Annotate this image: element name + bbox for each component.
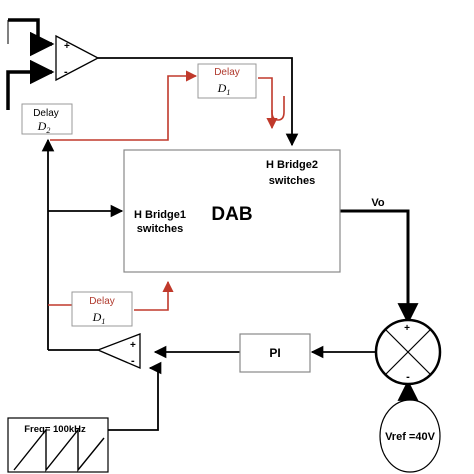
vref-source [379, 399, 441, 473]
sum-junction-cross-b [385, 329, 431, 375]
delay-bottom-symbol: D1 [92, 310, 106, 326]
pi-block [239, 333, 311, 373]
vo-output-wire [340, 209, 419, 325]
top-comparator-minus-wire [6, 59, 55, 110]
delay-bottom-output-wire [134, 280, 174, 311]
bottom-comparator-plus: + [130, 340, 136, 351]
delay-top-symbol: D1 [217, 81, 231, 97]
carrier-to-comparator-wire [108, 361, 162, 431]
hbridge1-label-line2: switches [137, 223, 183, 235]
delay-bottom-block [71, 291, 133, 327]
delay-bottom-title: Delay [89, 296, 115, 307]
delay-top-output-wire [258, 77, 285, 121]
carrier-block [7, 417, 109, 473]
vo-label: Vo [371, 197, 385, 209]
delay-top-title: Delay [214, 67, 240, 78]
bottom-comparator [96, 333, 141, 369]
dab-block [123, 149, 341, 273]
top-comparator-plus: + [64, 41, 70, 52]
delay-d2-to-d1-wire [50, 70, 198, 141]
hbridge1-label-line1: H Bridge1 [134, 209, 186, 221]
pi-label: PI [269, 346, 280, 360]
sawtooth-waveform [13, 428, 105, 472]
bottom-comparator-minus: - [131, 355, 135, 367]
vref-label: Vref =40V [385, 431, 436, 443]
delay-left-title: Delay [33, 108, 59, 119]
delay-left-symbol: D2 [37, 119, 51, 135]
sum-minus-sign: - [406, 371, 410, 383]
top-comparator-minus: - [64, 66, 68, 78]
delay-left-block [21, 103, 73, 135]
sum-plus-sign: + [404, 323, 410, 334]
dab-title: DAB [211, 204, 252, 225]
carrier-label: Freq= 100kHz [24, 424, 86, 435]
hbridge2-label-line1: H Bridge2 [266, 159, 318, 171]
top-comparator [55, 34, 100, 82]
delay-top-block [197, 63, 257, 99]
top-comparator-output-wire [98, 57, 299, 147]
hbridge2-label-line2: switches [269, 175, 315, 187]
top-left-input-wire [8, 18, 55, 57]
